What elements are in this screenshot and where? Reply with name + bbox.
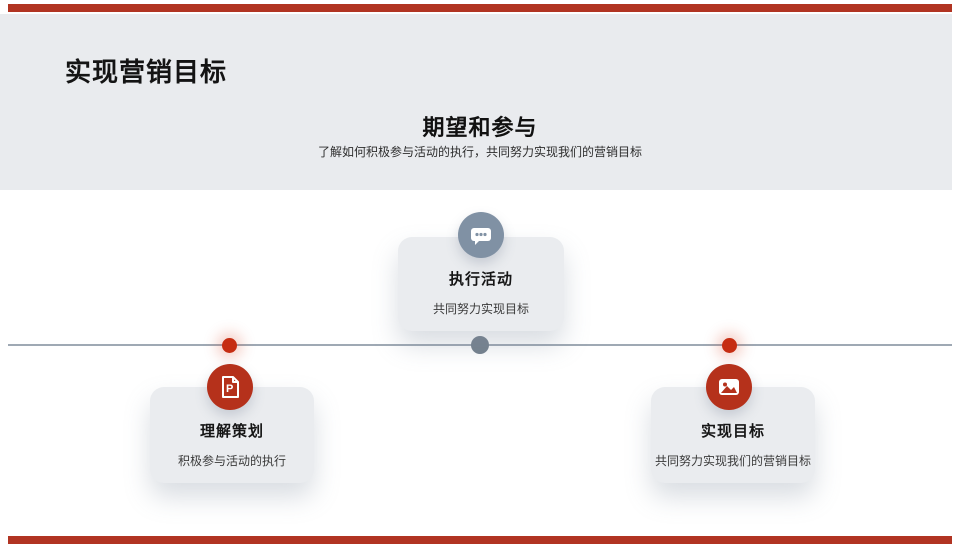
bottom-accent-bar: [8, 536, 952, 544]
timeline-node-dot: [471, 336, 489, 354]
powerpoint-file-icon: P: [207, 364, 253, 410]
card-description: 共同努力实现我们的营销目标: [654, 454, 811, 468]
section-heading: 期望和参与: [422, 115, 538, 140]
section-subtitle: 了解如何积极参与活动的执行，共同努力实现我们的营销目标: [317, 145, 642, 159]
timeline-card-execute: 执行活动 共同努力实现目标: [398, 237, 564, 331]
page-title: 实现营销目标: [65, 57, 228, 87]
card-title: 理解策划: [199, 423, 264, 440]
card-title: 执行活动: [448, 271, 513, 288]
speech-bubble-icon: [458, 212, 504, 258]
header-band: [0, 14, 952, 190]
timeline-node-dot: [722, 338, 737, 353]
card-description: 共同努力实现目标: [432, 302, 529, 316]
timeline-node-dot: [222, 338, 237, 353]
top-accent-bar: [8, 4, 952, 12]
svg-text:P: P: [226, 383, 233, 395]
card-description: 积极参与活动的执行: [177, 454, 286, 468]
card-title: 实现目标: [700, 423, 765, 440]
image-icon: [706, 364, 752, 410]
timeline-card-plan: 理解策划 积极参与活动的执行: [150, 387, 314, 483]
